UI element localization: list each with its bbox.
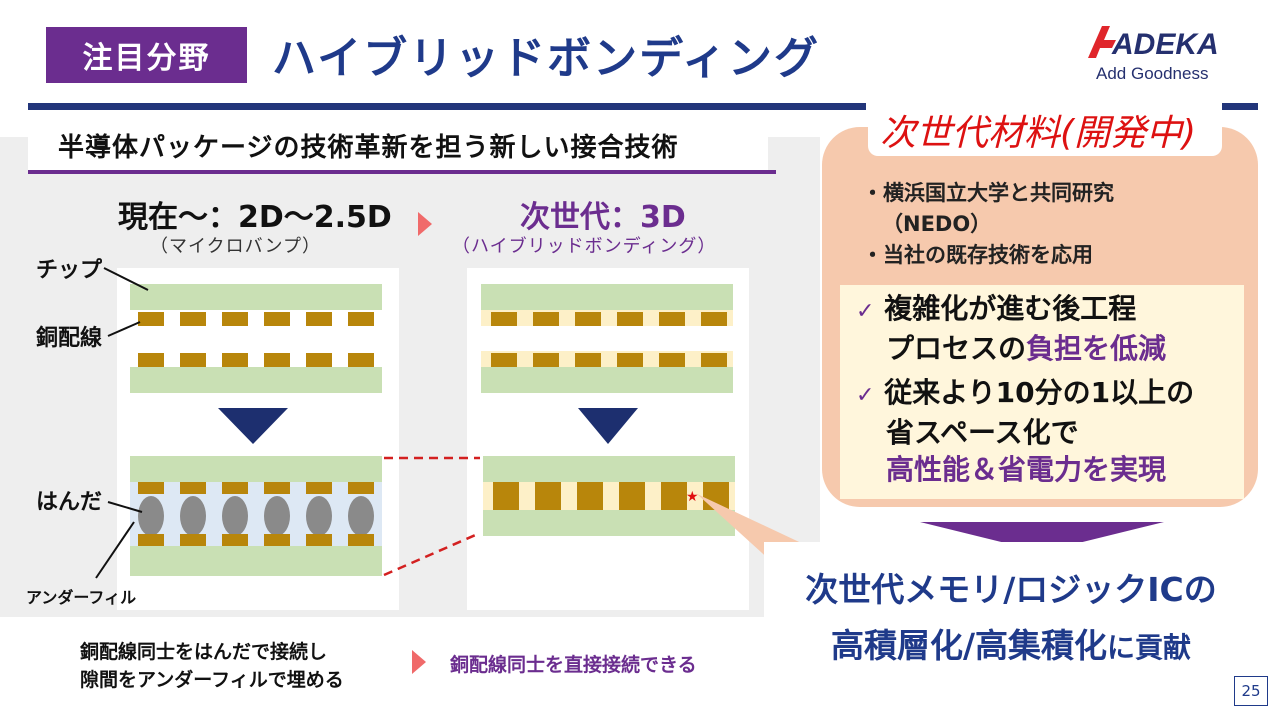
logo-tagline: Add Goodness [1096,64,1209,83]
chip-top-next [481,284,733,310]
subtitle-underline [28,170,776,174]
page-title: ハイブリッドボンディング [272,33,821,84]
solder-ball [306,496,332,536]
current-description-line1: 銅配線同士をはんだで接続し [80,641,328,663]
benefit1-line2a: プロセスの [886,332,1027,365]
pointer-underfill [95,521,135,579]
label-solder: はんだ [36,490,103,515]
solder-ball [138,496,164,536]
chip-bottom [130,367,382,393]
page-number: 25 [1234,676,1268,706]
benefits-box [840,285,1244,499]
section-tag: 注目分野 [46,27,247,83]
benefit2-line1: 従来より10分の1以上の [884,376,1195,409]
solder-ball [180,496,206,536]
solder-ball [348,496,374,536]
down-arrow-icon [578,408,638,444]
check-icon: ✓ [856,383,875,408]
copper-pads-bottom [138,353,374,367]
copper-bonded-pads [493,482,729,510]
underfill-region [130,482,382,546]
subtitle-box [28,122,768,170]
bond-layer-joined [483,482,735,510]
pointer-copper [107,321,141,337]
chip-bottom-next [481,367,733,393]
solder-ball [264,496,290,536]
pointer-chip [103,267,149,291]
bond-layer-bottom [481,351,733,367]
callout-title-box [868,100,1222,156]
star-marker-icon: ★ [686,489,699,505]
copper-pads-top-next [491,312,727,326]
chip-top-bonded [483,456,735,482]
benefit2-highlight: 高性能＆省電力を実現 [886,453,1167,486]
label-copper: 銅配線 [36,326,103,351]
bullet-tech: ・当社の既存技術を応用 [862,243,1093,267]
current-description: 銅配線同士をはんだで接続し 隙間をアンダーフィルで埋める [80,638,344,694]
copper-solder-stack [138,482,374,546]
result-line2b: に貢献 [1107,631,1192,664]
adeka-logo: ADEKA [1088,26,1219,61]
benefit1-highlight: 負担を低減 [1026,332,1167,365]
chip-bottom-bonded [483,510,735,536]
benefit1-line1: 複雑化が進む後工程 [884,292,1137,325]
bond-layer-top [481,310,733,326]
bonding-diagram: ★ [95,267,800,610]
label-underfill: アンダーフィル [26,588,137,607]
current-sublabel: （マイクロバンプ） [150,236,321,257]
bullet-research-sub: （NEDO） [882,212,992,236]
result-line2a: 高積層化/高集積化 [830,626,1108,665]
current-description-line2: 隙間をアンダーフィルで埋める [80,669,344,691]
benefit2-line2: 省スペース化で [886,416,1079,449]
next-sublabel: （ハイブリッドボンディング） [452,236,717,257]
arrow-right-icon [412,650,426,674]
chip-bottom-joined [130,546,382,576]
solder-ball [222,496,248,536]
label-chip: チップ [36,258,103,283]
next-label: 次世代：3D [520,200,686,235]
arrow-right-icon [418,212,432,236]
logo-text: ADEKA [1111,28,1219,61]
chip-top-joined [130,456,382,482]
logo-mark-icon [1088,26,1116,58]
header-rule-right [1222,103,1258,110]
pointer-solder [107,501,143,513]
zoom-line-bottom [383,531,481,577]
header-rule [28,103,866,110]
check-icon: ✓ [856,299,875,324]
chip-top [130,284,382,310]
callout-title: 次世代材料(開発中) [880,113,1197,154]
subtitle: 半導体パッケージの技術革新を担う新しい接合技術 [58,133,679,163]
benefits-list: ✓ 複雑化が進む後工程 プロセスの負担を低減 ✓ 従来より10分の1以上の 省ス… [856,290,1194,488]
result-text: 次世代メモリ/ロジックICの 高積層化/高集積化に貢献 [764,562,1258,676]
copper-pads-bottom-next [491,353,727,367]
down-arrow-icon [218,408,288,444]
next-description: 銅配線同士を直接接続できる [450,654,697,676]
result-box [764,542,1258,678]
current-label: 現在～：2D～2.5D [118,200,392,235]
callout-bullets: ・横浜国立大学と共同研究 （NEDO） ・当社の既存技術を応用 [862,178,1114,271]
bullet-research: ・横浜国立大学と共同研究 [862,181,1114,205]
copper-pads-top [138,312,374,326]
result-line1: 次世代メモリ/ロジックICの [805,570,1217,609]
